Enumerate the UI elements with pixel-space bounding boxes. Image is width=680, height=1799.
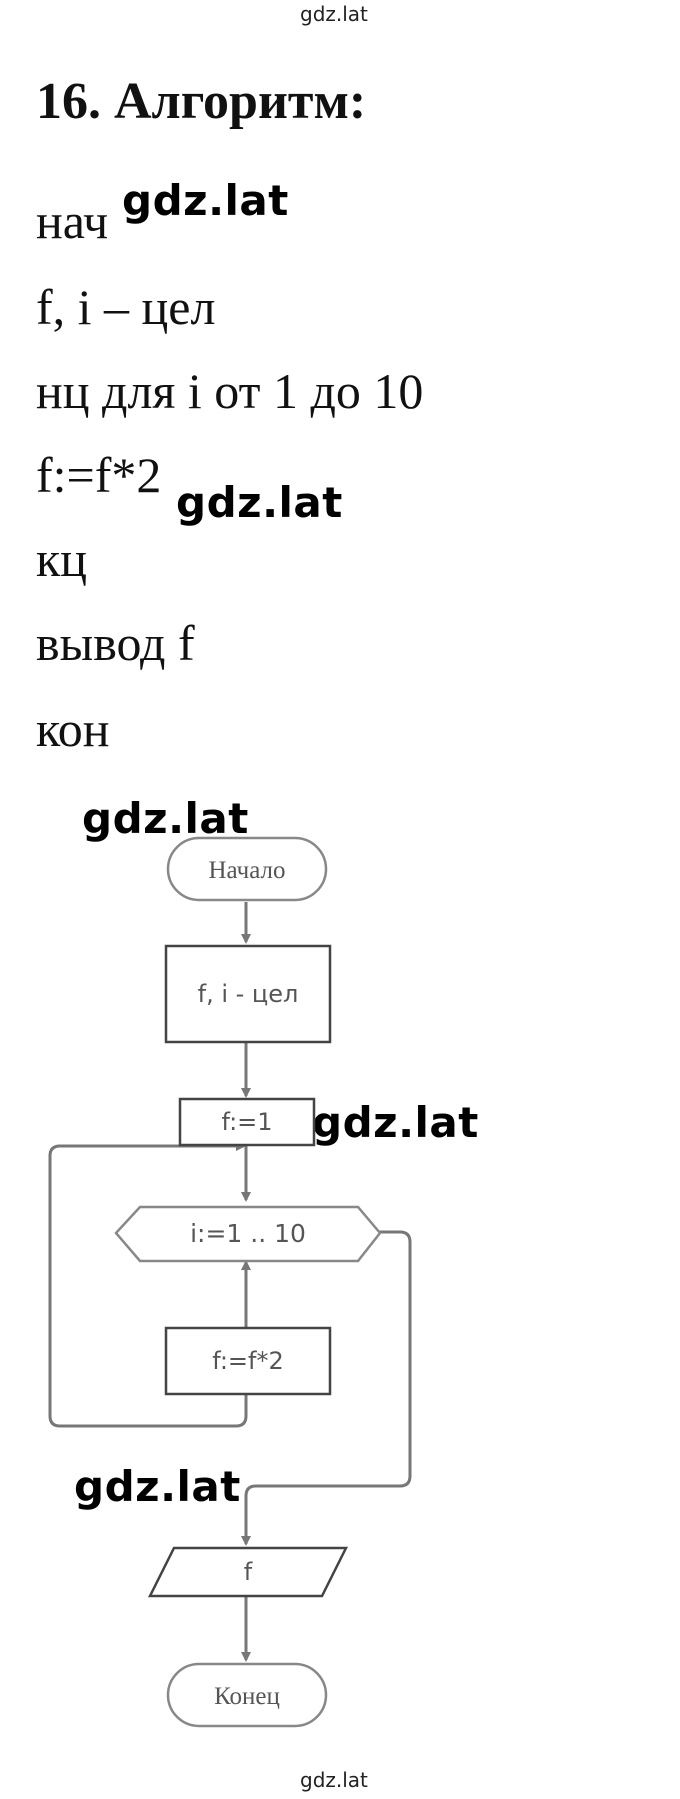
code-line-4: f:=f*2 bbox=[36, 447, 162, 503]
end-terminal: Конец bbox=[166, 1662, 328, 1728]
code-line-2: f, i – цел bbox=[36, 279, 216, 335]
body-box: f:=f*2 bbox=[164, 1326, 332, 1396]
loop-hexagon: i:=1 .. 10 bbox=[114, 1205, 382, 1263]
watermark-large-5: gdz.lat bbox=[74, 1462, 241, 1511]
start-label: Начало bbox=[208, 857, 285, 884]
end-label: Конец bbox=[214, 1683, 280, 1710]
watermark-bottom: gdz.lat bbox=[300, 1768, 368, 1792]
loop-back-line bbox=[48, 1141, 248, 1428]
output-label: f bbox=[244, 1558, 253, 1586]
code-line-5: кц bbox=[36, 531, 88, 587]
watermark-large-2: gdz.lat bbox=[176, 478, 343, 527]
code-line-3: нц для i от 1 до 10 bbox=[36, 363, 424, 419]
loop-exit-line bbox=[241, 1230, 412, 1546]
init-box: f:=1 bbox=[178, 1097, 316, 1147]
init-label: f:=1 bbox=[221, 1108, 272, 1136]
watermark-top: gdz.lat bbox=[300, 2, 368, 26]
output-parallelogram: f bbox=[147, 1546, 349, 1598]
start-terminal: Начало bbox=[166, 836, 328, 902]
task-title: 16. Алгоритм: bbox=[36, 73, 367, 130]
code-line-7: кон bbox=[36, 701, 110, 757]
body-label: f:=f*2 bbox=[212, 1347, 284, 1375]
declare-box: f, i - цел bbox=[164, 944, 332, 1044]
declare-label: f, i - цел bbox=[198, 980, 299, 1008]
code-line-1: нач bbox=[36, 193, 109, 249]
watermark-large-4: gdz.lat bbox=[312, 1098, 479, 1147]
watermark-large-1: gdz.lat bbox=[122, 176, 289, 225]
loop-label: i:=1 .. 10 bbox=[190, 1219, 306, 1248]
code-line-6: вывод f bbox=[36, 615, 195, 671]
flowchart: Начало f, i - цел f:=1 i:=1 .. 10 f:=f*2… bbox=[48, 836, 412, 1728]
watermark-large-3: gdz.lat bbox=[82, 794, 249, 843]
